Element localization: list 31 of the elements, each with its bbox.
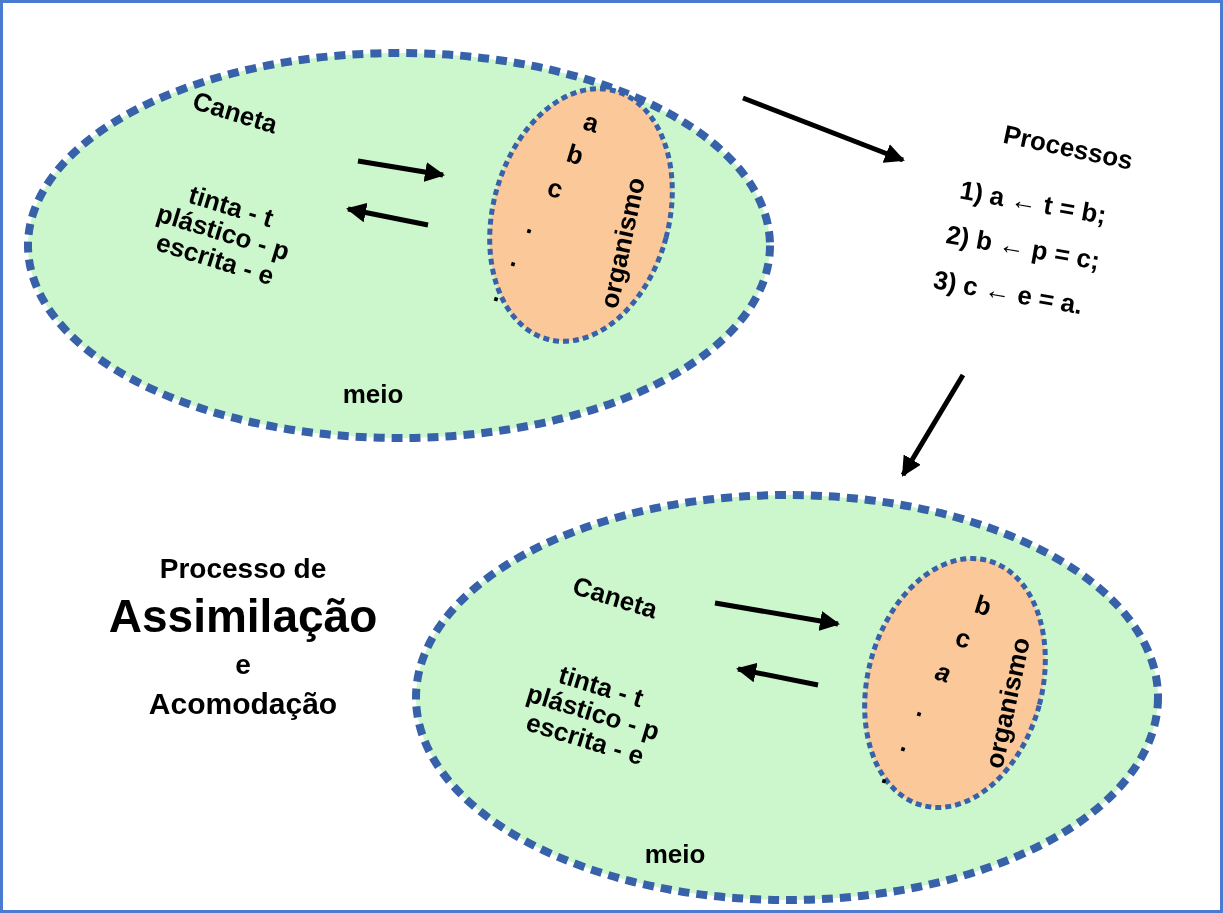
object-name: Caneta	[189, 87, 281, 139]
environment-label: meio	[644, 841, 706, 869]
element-letter: .	[507, 243, 523, 273]
element-letter: b	[563, 139, 587, 171]
element-letter: .	[490, 278, 506, 308]
element-letter: .	[897, 728, 913, 758]
organism-label: organismo	[980, 635, 1036, 771]
arrow	[900, 373, 966, 477]
organism-label: organismo	[595, 175, 651, 311]
arrow	[357, 158, 445, 182]
environment-label: meio	[342, 381, 404, 409]
property-list: tinta - t plástico - p escrita - e	[497, 648, 689, 778]
element-letter: a	[932, 657, 954, 689]
element-letter: b	[971, 590, 995, 622]
element-letter: .	[878, 760, 894, 790]
process-title: Processo de	[159, 552, 327, 586]
arrow	[346, 202, 429, 228]
processes-heading: Processos	[1000, 121, 1136, 175]
element-letter: .	[523, 210, 539, 240]
arrow	[742, 95, 905, 163]
process-title: Acomodação	[148, 685, 338, 722]
property-list: tinta - t plástico - p escrita - e	[127, 168, 319, 298]
arrow	[736, 662, 819, 688]
arrow	[714, 600, 840, 631]
process-title: e	[235, 648, 251, 683]
process-title: Assimilação	[108, 589, 378, 645]
element-letter: c	[544, 173, 566, 205]
element-letter: a	[580, 107, 602, 139]
element-letter: c	[952, 623, 974, 655]
object-name: Caneta	[569, 572, 661, 624]
element-letter: .	[913, 693, 929, 723]
